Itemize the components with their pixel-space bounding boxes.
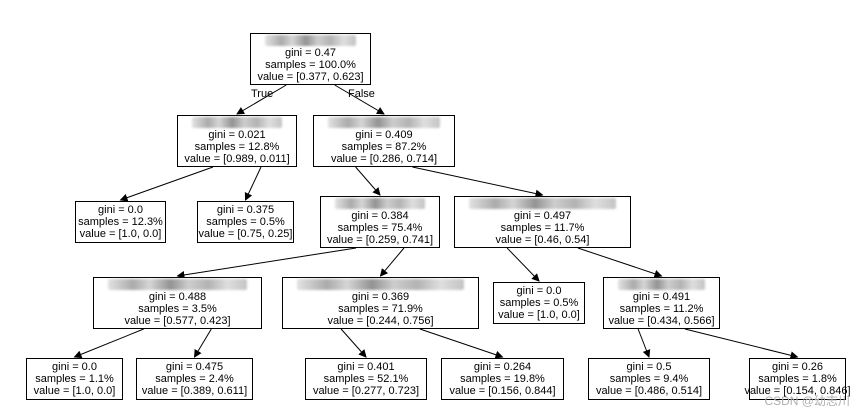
gini-text: gini = 0.369 (351, 291, 410, 303)
redacted-feature-label (108, 279, 247, 290)
value-text: value = [0.277, 0.723] (312, 385, 420, 397)
tree-edge-8-14 (419, 328, 504, 359)
tree-edge-5-8 (379, 247, 405, 277)
samples-text: samples = 100.0% (265, 59, 356, 71)
samples-text: samples = 1.8% (758, 373, 837, 385)
tree-edge-7-12 (193, 328, 212, 358)
gini-text: gini = 0.375 (216, 204, 275, 216)
value-text: value = [1.0, 0.0] (79, 228, 162, 240)
gini-text: gini = 0.264 (473, 361, 532, 373)
value-text: value = [0.486, 0.514] (595, 385, 703, 397)
value-text: value = [0.389, 0.611] (141, 385, 248, 397)
tree-edge-8-13 (340, 328, 367, 358)
tree-edge-2-6 (412, 166, 544, 198)
edge-label-true: True (251, 88, 274, 100)
value-text: value = [0.259, 0.741] (326, 234, 434, 246)
samples-text: samples = 11.2% (619, 303, 704, 315)
samples-text: samples = 75.4% (337, 222, 423, 234)
tree-edge-6-9 (506, 247, 540, 282)
samples-text: samples = 11.7% (500, 222, 585, 234)
gini-text: gini = 0.26 (771, 361, 824, 373)
gini-text: gini = 0.475 (165, 361, 224, 373)
samples-text: samples = 12.3% (78, 216, 163, 228)
value-text: value = [0.286, 0.714] (330, 153, 438, 165)
tree-edge-10-16 (684, 328, 799, 360)
value-text: value = [0.244, 0.756] (327, 315, 434, 327)
samples-text: samples = 9.4% (609, 373, 689, 385)
value-text: value = [1.0, 0.0] (498, 309, 580, 321)
redacted-feature-label (297, 279, 464, 290)
gini-text: gini = 0.0 (52, 361, 97, 373)
gini-text: gini = 0.497 (513, 210, 572, 222)
samples-text: samples = 87.2% (341, 141, 427, 153)
samples-text: samples = 52.1% (323, 373, 409, 385)
redacted-feature-label (265, 35, 356, 46)
watermark: CSDN @幼志川 (764, 394, 850, 408)
value-text: value = [0.154, 0.846] (744, 385, 851, 397)
tree-edge-7-11 (73, 328, 144, 359)
tree-edge-2-5 (355, 166, 381, 196)
gini-text: gini = 0.021 (208, 129, 266, 141)
gini-text: gini = 0.5 (626, 361, 672, 373)
tree-edge-10-15 (637, 328, 651, 358)
tree-edge-1-4 (244, 166, 262, 201)
value-text: value = [1.0, 0.0] (33, 385, 116, 397)
gini-text: gini = 0.0 (516, 285, 562, 297)
samples-text: samples = 19.8% (460, 373, 545, 385)
gini-text: gini = 0.401 (337, 361, 395, 373)
value-text: value = [0.434, 0.566] (608, 315, 715, 327)
value-text: value = [0.156, 0.844] (449, 385, 556, 397)
gini-text: gini = 0.384 (351, 210, 409, 222)
gini-text: gini = 0.488 (148, 291, 207, 303)
gini-text: gini = 0.0 (98, 204, 143, 216)
edge-label-false: False (348, 88, 375, 100)
value-text: value = [0.75, 0.25] (198, 228, 293, 240)
samples-text: samples = 3.5% (138, 303, 217, 315)
samples-text: samples = 2.4% (155, 373, 234, 385)
samples-text: samples = 1.1% (35, 373, 114, 385)
samples-text: samples = 0.5% (499, 297, 579, 309)
tree-edge-5-7 (176, 247, 357, 279)
tree-edge-0-2 (334, 84, 385, 115)
redacted-feature-label (335, 198, 425, 209)
tree-edge-6-10 (577, 247, 663, 278)
value-text: value = [0.989, 0.011] (184, 153, 290, 165)
gini-text: gini = 0.491 (632, 291, 691, 303)
redacted-feature-label (469, 198, 616, 209)
samples-text: samples = 0.5% (206, 216, 285, 228)
samples-text: samples = 12.8% (194, 141, 280, 153)
gini-text: gini = 0.47 (284, 47, 337, 59)
value-text: value = [0.577, 0.423] (124, 315, 231, 327)
value-text: value = [0.46, 0.54] (495, 234, 590, 246)
value-text: value = [0.377, 0.623] (257, 71, 364, 83)
samples-text: samples = 71.9% (338, 303, 423, 315)
tree-edge-0-1 (236, 84, 287, 115)
redacted-feature-label (618, 279, 705, 290)
tree-edge-1-3 (119, 166, 214, 202)
redacted-feature-label (192, 117, 282, 128)
gini-text: gini = 0.409 (355, 129, 413, 141)
redacted-feature-label (328, 117, 440, 128)
